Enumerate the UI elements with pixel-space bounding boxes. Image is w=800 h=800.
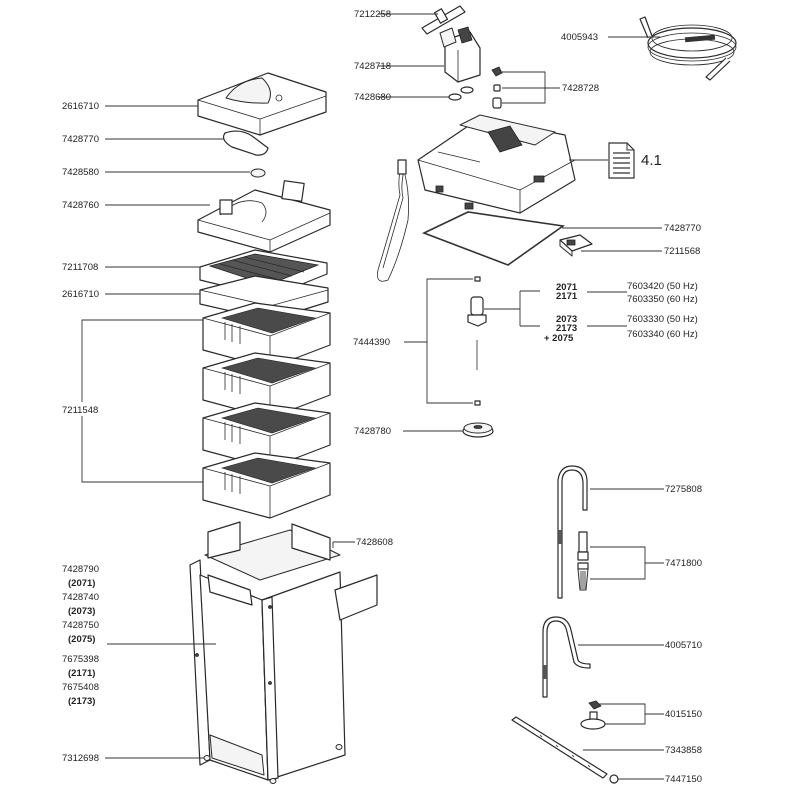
impeller-variant-group-1: 2071 2171 7603420 (50 Hz) 7603350 (60 Hz…	[556, 281, 698, 305]
spray-bar-part	[511, 716, 608, 779]
label-7428718: 7428718	[354, 61, 391, 72]
canister-variant-labels: 7428790 (2071) 7428740 (2073) 7428750 (2…	[62, 564, 99, 707]
label-7343858: 7343858	[665, 745, 702, 756]
label-7275808: 7275808	[665, 484, 702, 495]
canister-part-7675408: 7675408	[62, 682, 99, 693]
power-cord	[377, 161, 409, 282]
label-7447150: 7447150	[665, 774, 702, 785]
canister-part-7675398: 7675398	[62, 654, 99, 665]
document-icon[interactable]	[608, 142, 635, 179]
canister-model-2173: (2173)	[68, 696, 95, 707]
impeller-part-7603330: 7603330 (50 Hz)	[627, 314, 698, 325]
label-7428580: 7428580	[62, 167, 99, 178]
rubber-feet-part	[203, 744, 343, 784]
label-7211548: 7211548	[62, 405, 98, 416]
label-7428770-left: 7428770	[62, 134, 99, 145]
strainer-part	[577, 531, 589, 591]
canister-model-2073: (2073)	[68, 606, 95, 617]
clip-part	[250, 168, 266, 178]
canister-model-2071: (2071)	[68, 578, 95, 589]
impeller-model-2173: 2173	[556, 323, 577, 334]
top-tray-part	[197, 180, 331, 253]
impeller-model-2171: 2171	[556, 291, 578, 302]
gasket-large-part	[421, 211, 566, 266]
impeller-part-7603420: 7603420 (50 Hz)	[627, 281, 698, 292]
hose-connector-part	[421, 5, 466, 35]
label-7428680: 7428680	[354, 92, 391, 103]
suction-cup-part	[580, 700, 606, 730]
canister-model-2075: (2075)	[68, 634, 95, 645]
pump-head-part	[417, 114, 576, 214]
canister-part-7428750: 7428750	[62, 620, 99, 631]
impeller-model-2075: + 2075	[544, 333, 574, 344]
label-7211708: 7211708	[62, 262, 98, 273]
insert-part	[559, 234, 593, 257]
label-7428770-right: 7428770	[664, 223, 701, 234]
label-2616710-mid: 2616710	[62, 289, 99, 300]
label-2616710-top: 2616710	[62, 101, 99, 112]
seal-set-part	[491, 66, 503, 109]
canister-part-7428790: 7428790	[62, 564, 99, 575]
impeller-model-2073: 2073	[556, 314, 577, 325]
media-baskets-part	[202, 302, 331, 519]
label-7428760: 7428760	[62, 200, 99, 211]
top-foam-pad-part	[197, 72, 327, 136]
label-4015150: 4015150	[665, 709, 702, 720]
label-7444390: 7444390	[353, 337, 390, 348]
label-7428608: 7428608	[356, 537, 393, 548]
intake-pipe-part	[557, 465, 588, 599]
canister-body-part	[189, 521, 378, 781]
label-4005710: 4005710	[665, 640, 702, 651]
valve-block-part	[439, 26, 481, 83]
label-7428728: 7428728	[562, 83, 599, 94]
impeller-variant-group-2: 2073 2173 + 2075 7603330 (50 Hz) 7603340…	[544, 314, 698, 344]
label-7428780: 7428780	[354, 426, 391, 437]
label-7312698: 7312698	[62, 753, 99, 764]
impeller-assembly-part	[467, 276, 487, 406]
impeller-part-7603340: 7603340 (60 Hz)	[627, 329, 698, 340]
label-7211568: 7211568	[664, 246, 700, 257]
canister-part-7428740: 7428740	[62, 592, 99, 603]
gasket-small-part	[222, 130, 269, 156]
hose-coil-part	[639, 16, 737, 81]
canister-model-2171: (2171)	[68, 668, 95, 679]
label-7212258: 7212258	[354, 9, 391, 20]
document-reference-label: 4.1	[641, 152, 662, 169]
impeller-cover-part	[462, 422, 494, 438]
end-cap-part	[609, 774, 619, 784]
outlet-pipe-part	[542, 616, 591, 698]
label-4005943: 4005943	[561, 32, 598, 43]
impeller-model-2071: 2071	[556, 282, 578, 293]
impeller-part-7603350: 7603350 (60 Hz)	[627, 294, 698, 305]
label-7471800: 7471800	[665, 558, 702, 569]
washers-part	[448, 86, 474, 101]
